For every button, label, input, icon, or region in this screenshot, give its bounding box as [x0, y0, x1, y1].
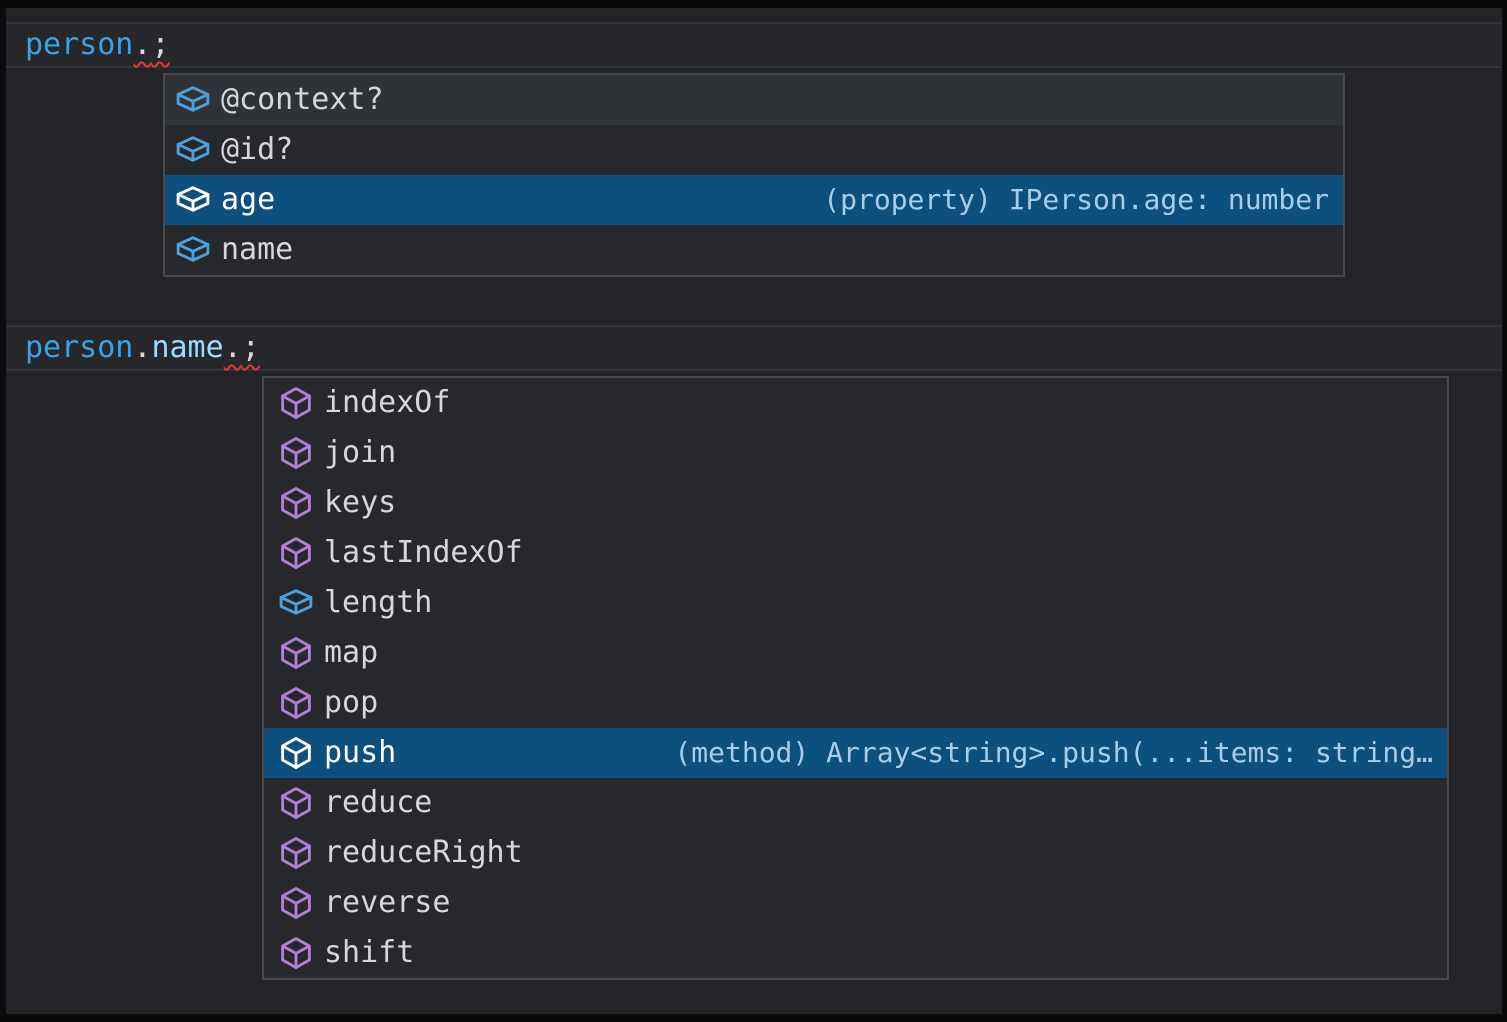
suggestion-detail: (method) Array<string>.push(...items: st… [674, 736, 1433, 769]
suggestion-label: lastIndexOf [324, 535, 523, 570]
suggestion-item[interactable]: reduceRight [264, 828, 1447, 878]
token-property: name [151, 330, 224, 365]
suggestion-label: pop [324, 685, 379, 720]
suggestion-label: @id? [221, 132, 294, 167]
token-semicolon-error: ; [151, 27, 170, 62]
suggestion-label: join [324, 435, 397, 470]
symbol-method-icon [278, 784, 314, 822]
symbol-method-icon [278, 884, 314, 922]
token-dot-error: . [133, 27, 152, 62]
suggestion-label: shift [324, 935, 415, 970]
suggestion-item[interactable]: lastIndexOf [264, 528, 1447, 578]
symbol-field-icon [175, 181, 211, 219]
symbol-field-icon [175, 131, 211, 169]
suggestion-item[interactable]: reverse [264, 878, 1447, 928]
symbol-method-icon [278, 634, 314, 672]
code-line-2[interactable]: person.name.; [6, 325, 1502, 371]
suggestion-label: push [324, 735, 397, 770]
token-dot-error: . [223, 330, 242, 365]
symbol-method-icon [278, 734, 314, 772]
suggestion-item[interactable]: @id? [165, 125, 1343, 175]
suggestion-label: @context? [221, 82, 384, 117]
symbol-method-icon [278, 434, 314, 472]
suggestion-item[interactable]: age (property) IPerson.age: number [165, 175, 1343, 225]
suggestion-item[interactable]: join [264, 428, 1447, 478]
suggestion-item[interactable]: @context? [165, 75, 1343, 125]
suggestion-item[interactable]: map [264, 628, 1447, 678]
suggestion-label: name [221, 232, 294, 267]
suggestion-item[interactable]: push (method) Array<string>.push(...items… [264, 728, 1447, 778]
suggestion-label: age [221, 182, 276, 217]
symbol-method-icon [278, 684, 314, 722]
suggestion-label: reverse [324, 885, 451, 920]
token-variable: person [25, 27, 134, 62]
symbol-method-icon [278, 534, 314, 572]
code-line-1[interactable]: person.; [6, 22, 1502, 68]
suggestion-label: indexOf [324, 385, 451, 420]
symbol-field-icon [175, 231, 211, 269]
suggest-widget-properties: @context? @id? age (property) IPerson.age: … [163, 73, 1345, 277]
suggestion-label: reduceRight [324, 835, 523, 870]
token-variable: person [25, 330, 134, 365]
suggest-widget-methods: indexOf join keys lastIndexOf length map pop pu… [262, 376, 1449, 980]
symbol-method-icon [278, 384, 314, 422]
symbol-method-icon [278, 834, 314, 872]
token-semicolon-error: ; [241, 330, 260, 365]
token-dot: . [133, 330, 152, 365]
code-editor[interactable]: person.; @context? @id? age (property) IPer… [6, 8, 1502, 1014]
suggestion-item[interactable]: pop [264, 678, 1447, 728]
suggestion-item[interactable]: name [165, 225, 1343, 275]
symbol-method-icon [278, 934, 314, 972]
suggestion-label: reduce [324, 785, 433, 820]
suggestion-item[interactable]: shift [264, 928, 1447, 978]
suggestion-label: keys [324, 485, 397, 520]
suggestion-item[interactable]: indexOf [264, 378, 1447, 428]
suggestion-item[interactable]: length [264, 578, 1447, 628]
symbol-field-icon [175, 81, 211, 119]
suggestion-item[interactable]: keys [264, 478, 1447, 528]
symbol-field-icon [278, 584, 314, 622]
symbol-method-icon [278, 484, 314, 522]
suggestion-detail: (property) IPerson.age: number [823, 183, 1329, 216]
suggestion-label: length [324, 585, 433, 620]
suggestion-label: map [324, 635, 379, 670]
suggestion-item[interactable]: reduce [264, 778, 1447, 828]
